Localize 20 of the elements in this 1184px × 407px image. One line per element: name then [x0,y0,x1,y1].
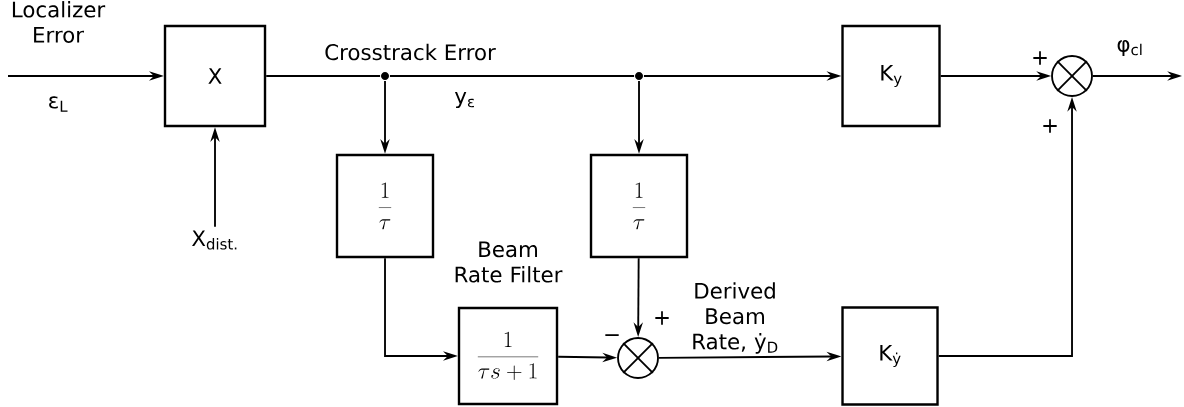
signal-label: Localizer Error [12,1,106,43]
block-box: K$_{ẏ}$ [841,306,939,406]
signal-label: + [1043,119,1057,133]
signal-label: − [605,334,619,336]
summing-junction [617,337,659,379]
block-box: $\frac{1}{\tau}$ [589,153,689,259]
block-box: K$_{y}$ [841,24,941,128]
summing-junction [1051,55,1093,97]
signal-label: φ$_{cl}$ [1117,39,1142,57]
signal-label: y$_{ε}$ [454,91,474,109]
signal-label: + [655,311,669,325]
block-box: $\frac{1}{\tau s+1}$ [457,306,559,406]
block-box: $\frac{1}{\tau}$ [335,153,435,259]
signal-label: Derived Beam Rate, ẏ$_{D}$ [693,282,778,354]
signal-name: X$_{dist.}$ [192,230,237,250]
signal-label: Crosstrack Error [325,43,496,61]
block-heading: Beam Rate Filter [455,241,563,283]
signal-label: + [1033,51,1047,65]
block-box: X [163,24,267,128]
signal-label: ε$_{L}$ [49,96,68,112]
